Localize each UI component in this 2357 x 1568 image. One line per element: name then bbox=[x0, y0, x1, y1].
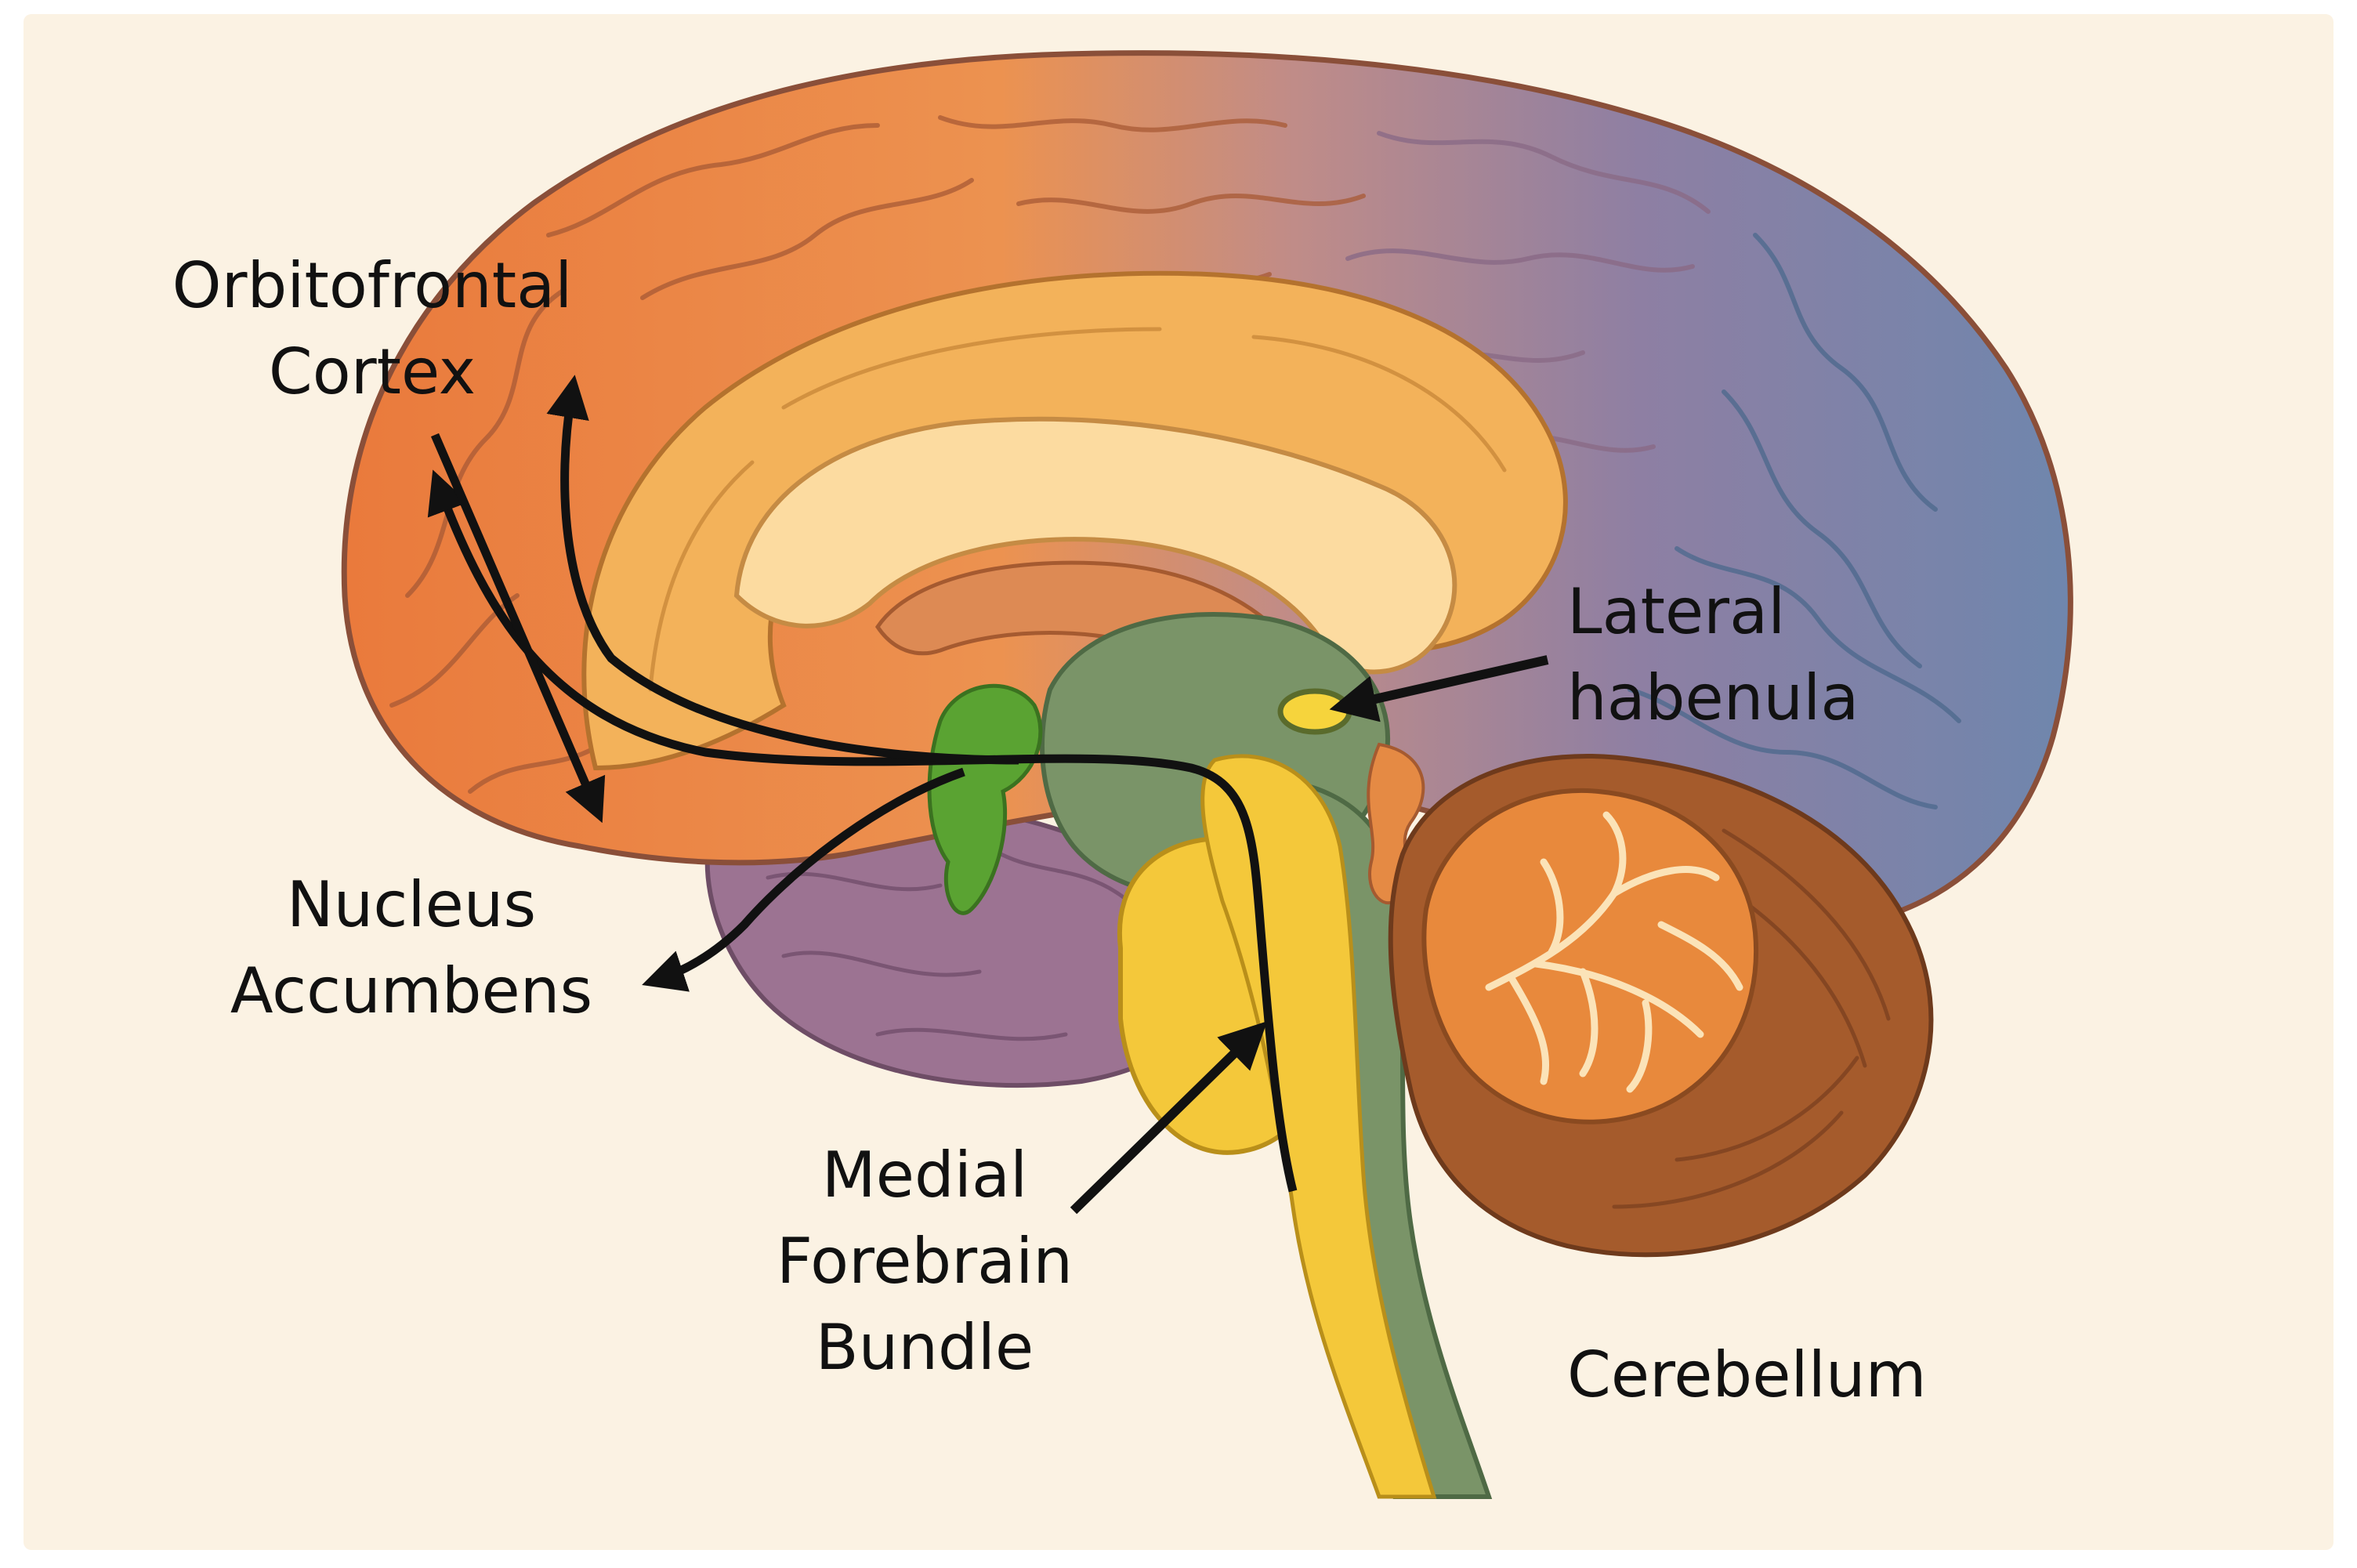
label-lateral-habenula: Lateral habenula bbox=[1567, 575, 1859, 734]
lateral-habenula-nucleus bbox=[1277, 688, 1352, 735]
pathway-ofc-ascending bbox=[546, 375, 1019, 765]
pathway-mfb bbox=[427, 469, 1298, 1193]
pointer-lateral-habenula bbox=[1329, 655, 1549, 722]
arbor-vitae bbox=[1485, 811, 1743, 1093]
label-medial-forebrain-bundle: Medial Forebrain Bundle bbox=[776, 1139, 1074, 1384]
arbor-vitae-lobe bbox=[1421, 788, 1759, 1124]
pointer-medial-forebrain-bundle bbox=[1070, 1021, 1268, 1215]
corpus-callosum bbox=[733, 416, 1457, 675]
pathway-ofc-descending bbox=[430, 433, 606, 824]
nucleus-accumbens-region bbox=[927, 683, 1043, 915]
label-nucleus-accumbens: Nucleus Accumbens bbox=[230, 868, 593, 1027]
label-orbitofrontal-cortex: Orbitofrontal Cortex bbox=[172, 249, 573, 408]
pathway-nacc bbox=[642, 767, 965, 992]
label-cerebellum: Cerebellum bbox=[1567, 1338, 1927, 1411]
